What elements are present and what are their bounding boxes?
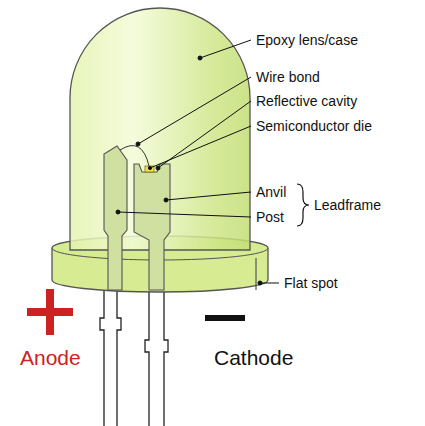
part-label: Semiconductor die [256,117,372,135]
leader-lines [116,40,279,285]
anvil [134,164,170,290]
epoxy-lens [70,8,250,250]
part-label: Wire bond [256,68,320,86]
part-label: Post [256,208,284,226]
minus-symbol [205,315,245,321]
plus-symbol [27,289,73,335]
flat-spot-edge [255,258,256,290]
part-label: Anode [20,346,81,370]
bracket [297,184,309,226]
part-label: Anvil [256,183,286,201]
part-label: Epoxy lens/case [256,31,358,49]
lead-wires [100,288,168,426]
part-label: Reflective cavity [256,92,357,110]
wire-bond [120,146,149,166]
post [104,146,127,290]
leadframe [104,146,170,290]
part-label: Leadframe [314,196,381,214]
part-label: Flat spot [284,274,338,292]
part-label: Cathode [214,346,293,370]
